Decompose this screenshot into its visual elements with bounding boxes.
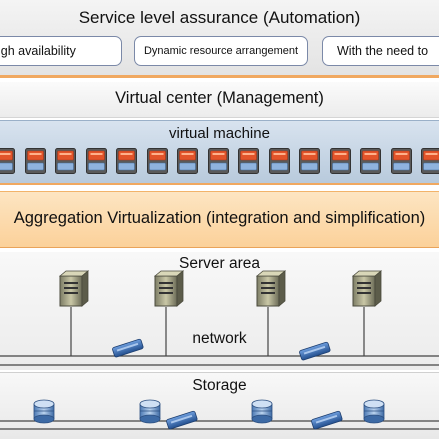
sla-item-dynamic-resource: Dynamic resource arrangement <box>134 36 308 66</box>
server-icon <box>351 270 383 307</box>
network-switch-icon <box>112 338 144 358</box>
storage-layer: Storage <box>0 372 439 439</box>
storage-drum-icon <box>139 399 161 424</box>
management-layer: Virtual center (Management) <box>0 82 439 118</box>
server-title: Server area <box>179 255 260 272</box>
virtual-machine-icon <box>390 148 412 174</box>
virtual-machine-icon <box>146 148 168 174</box>
storage-drum-icon <box>363 399 385 424</box>
virtual-machine-icon <box>238 148 259 174</box>
virtual-machine-icon <box>116 148 137 174</box>
virtual-machine-icon <box>268 148 290 174</box>
sla-item-with-the-need: With the need to <box>322 36 439 66</box>
network-title: network <box>192 330 247 347</box>
virtual-machine-icon <box>85 148 107 174</box>
server-icon <box>153 270 185 307</box>
network-switch-icon <box>299 341 331 361</box>
storage-title: Storage <box>192 377 247 394</box>
sla-item-high-availability: High availability <box>0 36 122 66</box>
virtual-machine-icon <box>299 148 320 174</box>
virtual-machine-icon <box>360 148 381 174</box>
virtual-machine-icon <box>55 148 76 174</box>
server-icon <box>58 270 90 307</box>
network-switch-icon <box>311 410 343 430</box>
vm-title: virtual machine <box>169 125 270 142</box>
aggregation-title: Aggregation Virtualization (integration … <box>13 209 426 227</box>
virtual-machine-icon <box>0 148 15 174</box>
network-switch-icon <box>166 410 198 430</box>
virtual-machine-icon <box>207 148 229 174</box>
virtual-machine-icon <box>329 148 351 174</box>
sla-title: Service level assurance (Automation) <box>78 8 361 27</box>
virtual-machine-icon <box>177 148 198 174</box>
virtual-machine-icon <box>421 148 439 174</box>
storage-drum-icon <box>251 399 273 424</box>
aggregation-layer: Aggregation Virtualization (integration … <box>0 191 439 248</box>
storage-drum-icon <box>33 399 55 424</box>
virtual-machine-icon <box>24 148 46 174</box>
server-icon <box>255 270 287 307</box>
management-title: Virtual center (Management) <box>115 89 324 107</box>
topology-diagram <box>0 270 439 430</box>
